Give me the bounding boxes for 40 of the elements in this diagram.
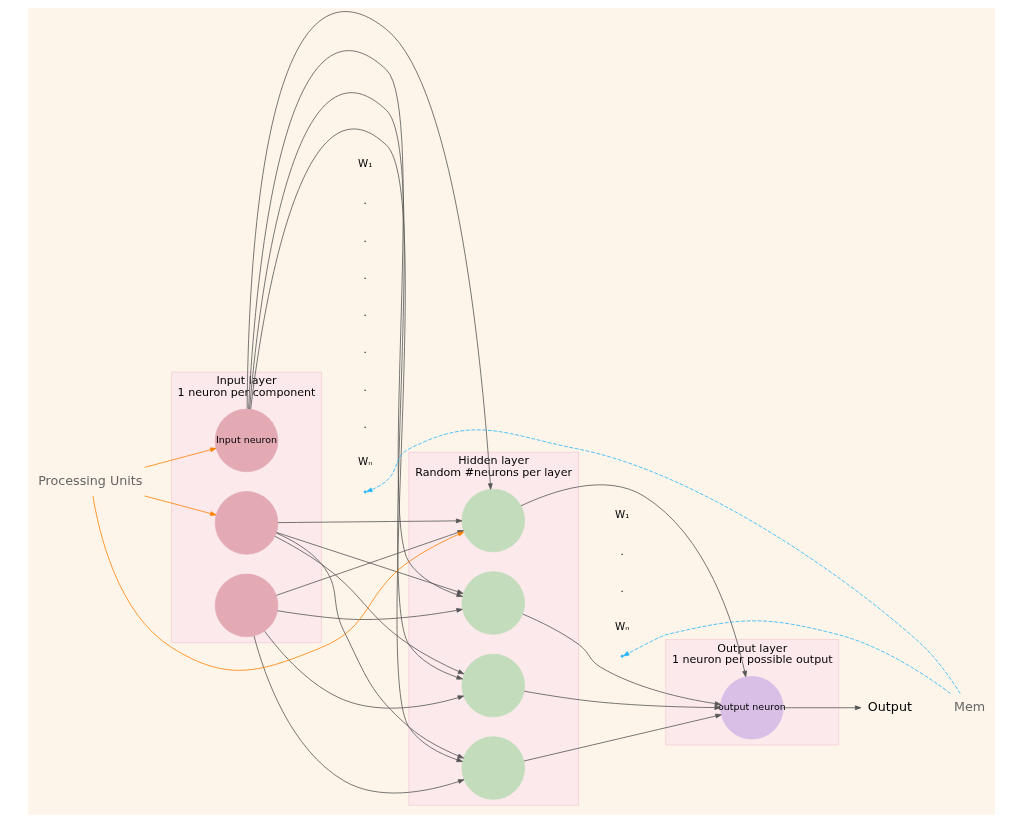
cluster: Hidden layer Random #neurons per layer xyxy=(408,451,579,806)
label: . xyxy=(363,418,367,431)
node-circle: output neuron xyxy=(720,676,784,740)
arrow xyxy=(523,713,722,762)
node-circle xyxy=(214,573,279,638)
arrow xyxy=(522,613,722,706)
node-circle xyxy=(461,653,525,718)
label: W₁ xyxy=(615,507,630,520)
arrow xyxy=(144,495,217,516)
arrow xyxy=(782,705,862,711)
label: . xyxy=(363,306,367,319)
label: Wₙ xyxy=(357,455,373,468)
label: W₁ xyxy=(357,157,373,170)
label: . xyxy=(363,343,367,356)
arrow xyxy=(246,12,493,490)
node-text: Mem xyxy=(954,698,986,714)
arrow xyxy=(277,608,463,620)
arrow xyxy=(144,447,217,468)
arrow xyxy=(366,429,961,694)
arrow xyxy=(277,518,463,524)
arrow xyxy=(253,635,465,794)
arrow xyxy=(623,620,951,694)
label: Wₙ xyxy=(615,619,630,632)
node-text: Processing Units xyxy=(38,472,143,488)
label: . xyxy=(363,231,367,244)
label: . xyxy=(363,194,367,207)
arrow xyxy=(274,535,465,675)
label: . xyxy=(363,380,367,393)
label: . xyxy=(363,268,367,281)
node-circle xyxy=(461,488,525,553)
label: . xyxy=(620,582,624,595)
node-circle xyxy=(461,736,525,800)
node-circle: Input neuron xyxy=(214,408,279,473)
node-circle xyxy=(461,571,525,635)
node-text: Output xyxy=(867,698,912,714)
arrow xyxy=(264,630,464,709)
label: . xyxy=(620,544,624,557)
node-circle xyxy=(214,491,279,555)
arrow xyxy=(520,484,747,678)
arrow xyxy=(523,690,721,710)
